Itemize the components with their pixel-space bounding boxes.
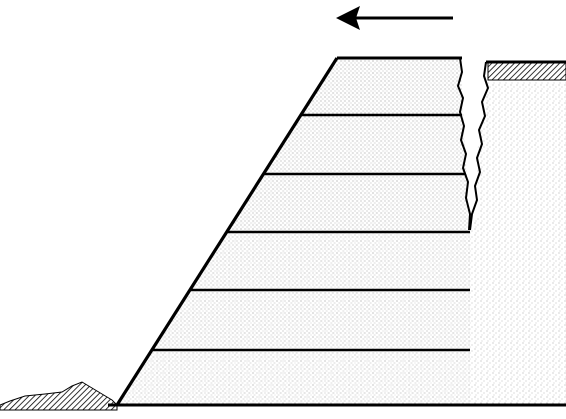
layer-5 (150, 290, 470, 350)
layer-4 (189, 232, 470, 290)
ground-hatch-left (0, 382, 117, 410)
layer-1 (300, 58, 463, 115)
layer-3 (227, 174, 470, 232)
soil-region-right (470, 82, 566, 405)
layer-6 (117, 350, 470, 405)
ground-hatch-right (488, 62, 566, 80)
